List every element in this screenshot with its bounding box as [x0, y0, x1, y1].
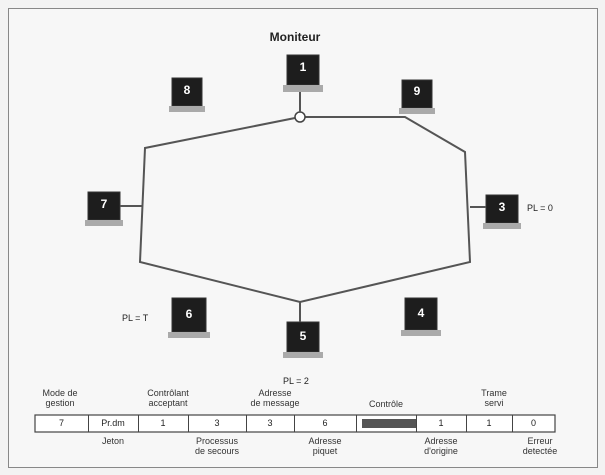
frame-cell: 6: [294, 415, 357, 432]
pl-label-station-5: PL = 2: [283, 376, 309, 386]
station-label-1: 1: [299, 60, 307, 74]
station-label-4: 4: [417, 306, 425, 320]
frame-cell: 1: [138, 415, 189, 432]
frame-bottom-label: Processus de secours: [194, 436, 240, 456]
station-1: [283, 54, 323, 112]
diagram-title: Moniteur: [269, 30, 321, 44]
frame-bottom-label: Jeton: [101, 436, 125, 446]
frame-top-label: Contrôle: [368, 399, 404, 409]
station-9: [399, 79, 435, 114]
station-5: [283, 302, 323, 358]
station-6: [168, 297, 210, 338]
frame-cell: 1: [416, 415, 467, 432]
frame-bottom-label: Adresse piquet: [308, 436, 342, 456]
frame-top-label: Contrôlant acceptant: [147, 388, 189, 408]
frame-cell: 1: [466, 415, 513, 432]
frame-row: [34, 414, 556, 433]
frame-top-label: Trame servi: [481, 388, 507, 408]
station-label-7: 7: [100, 197, 108, 211]
station-8: [169, 77, 205, 112]
ring-connector: [294, 111, 306, 123]
frame-cell: Pr.dm: [88, 415, 139, 432]
frame-control-field: [362, 419, 416, 428]
frame-top-label: Mode de gestion: [42, 388, 78, 408]
pl-label-station-3: PL = 0: [527, 203, 553, 213]
ring-network: [138, 116, 472, 304]
pl-label-station-6: PL = T: [122, 313, 149, 323]
frame-cell: 7: [35, 415, 89, 432]
frame-bottom-label: Adresse d'origine: [424, 436, 458, 456]
station-label-3: 3: [498, 200, 506, 214]
frame-top-label: Adresse de message: [250, 388, 300, 408]
frame-cell: [356, 415, 417, 432]
frame-cell: 3: [188, 415, 247, 432]
frame-cell: 0: [530, 418, 536, 428]
station-3: [470, 194, 521, 229]
station-7: [85, 191, 142, 226]
station-label-9: 9: [413, 84, 421, 98]
station-4: [401, 297, 441, 336]
station-label-8: 8: [183, 83, 191, 97]
frame-cell: 3: [246, 415, 295, 432]
station-label-6: 6: [185, 307, 193, 321]
station-label-5: 5: [299, 329, 307, 343]
frame-bottom-label: Erreur detectée: [522, 436, 558, 456]
